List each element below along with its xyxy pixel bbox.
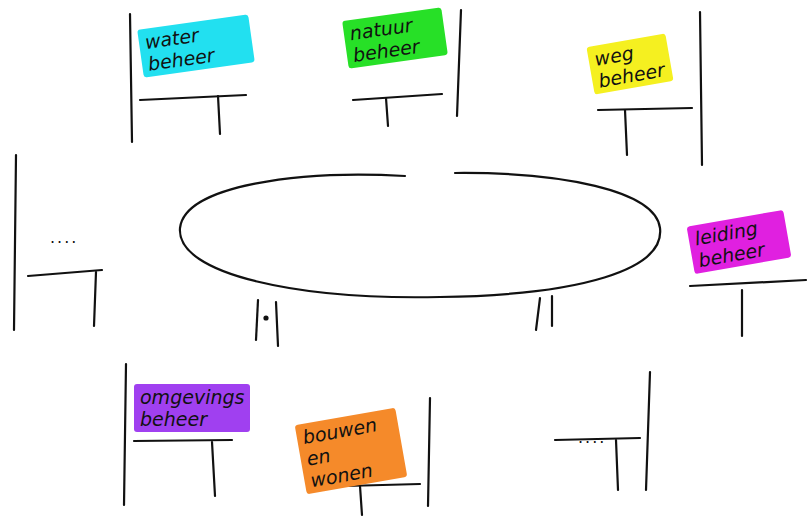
highlighted-role: water beheer — [137, 14, 255, 77]
role-name: leiding beheer — [693, 213, 785, 271]
table-outline — [180, 173, 660, 297]
highlighted-role: weg beheer — [586, 33, 673, 94]
highlighted-role: leiding beheer — [687, 210, 792, 274]
role-name: water beheer — [143, 17, 248, 74]
placeholder-dots: .... — [578, 428, 606, 447]
role-name: bouwen en wonen — [301, 411, 401, 492]
table-legs — [256, 296, 552, 346]
chair — [14, 155, 102, 330]
role-name: omgevings beheer — [140, 386, 244, 430]
highlighted-role: natuur beheer — [342, 7, 448, 68]
chair — [555, 372, 650, 490]
role-name: natuur beheer — [348, 10, 441, 66]
highlighted-role: omgevings beheer — [134, 384, 250, 432]
role-name: weg beheer — [593, 36, 668, 91]
placeholder-dots: .... — [50, 228, 78, 247]
chair — [690, 280, 806, 336]
highlighted-role: bouwen en wonen — [295, 408, 408, 495]
